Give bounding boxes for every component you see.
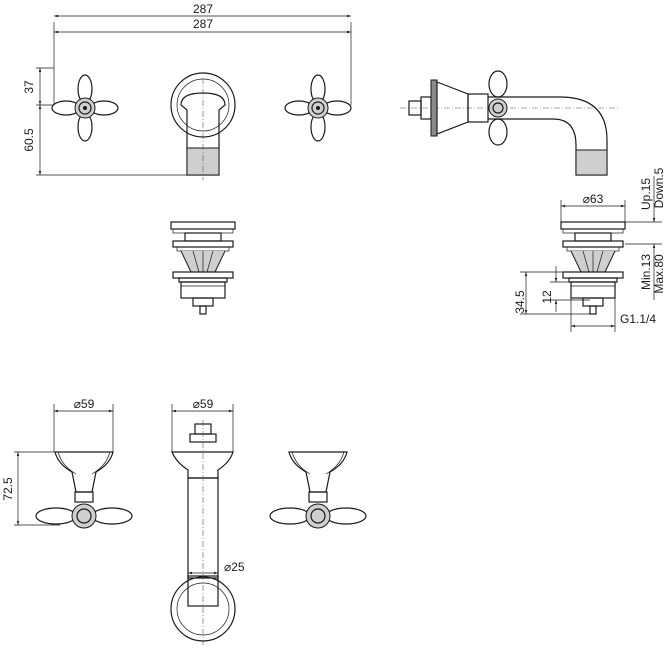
- bottom-right-handle: [269, 451, 367, 529]
- spout-height-label: 60.5: [22, 128, 36, 152]
- depth-12-label: 12: [540, 290, 554, 304]
- handle-height-label: 37: [22, 80, 36, 94]
- waste-left: [170, 221, 236, 315]
- right-cross-handle: [284, 74, 352, 142]
- depth-345-label: 34.5: [513, 290, 527, 314]
- top-width-label-2: 287: [193, 17, 213, 31]
- spout-pipe-diameter-label: ⌀25: [224, 560, 245, 574]
- max-label: Max.80: [652, 254, 666, 294]
- waste-right-dimensioned: ⌀63 Up.15 Down.5 Min.13 Max.80 G1.1/4 34…: [513, 167, 666, 332]
- front-view: 287 287 37 60.5: [22, 2, 352, 180]
- spout-front: [170, 72, 236, 180]
- bottom-spout: ⌀59 ⌀25: [170, 397, 245, 645]
- left-cross-handle: [51, 74, 119, 142]
- spout-base-diameter-label: ⌀59: [193, 397, 214, 411]
- min-label: Min.13: [639, 254, 653, 290]
- up-label: Up.15: [639, 178, 653, 210]
- handle-base-diameter-label: ⌀59: [74, 397, 95, 411]
- down-label: Down.5: [652, 167, 666, 208]
- thread-label: G1.1/4: [620, 312, 656, 326]
- top-width-label-1: 287: [193, 2, 213, 16]
- waste-diameter-label: ⌀63: [583, 192, 604, 206]
- side-view: [400, 70, 620, 176]
- handle-height-side-label: 72.5: [1, 477, 15, 501]
- bottom-left-handle: ⌀59 72.5: [1, 397, 133, 529]
